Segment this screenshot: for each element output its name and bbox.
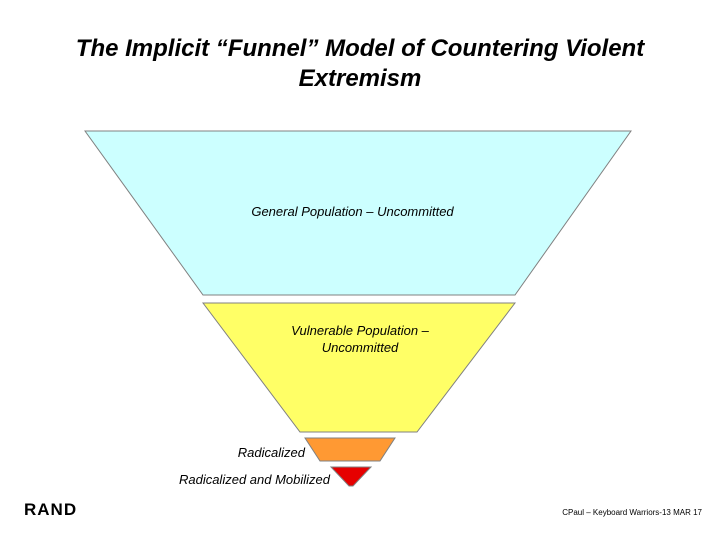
slide-title-line-2: Extremism [298, 65, 422, 92]
funnel-level-vulnerable-population [201, 302, 517, 433]
slide-title: The Implicit “Funnel” Model of Counterin… [0, 34, 720, 94]
label-general-population: General Population – Uncommitted [251, 204, 454, 219]
rand-logo: RAND [24, 500, 78, 519]
label-radicalized-and-mobilized: Radicalized and Mobilized [178, 472, 330, 487]
label-vulnerable-population-line-1: Vulnerable Population – [291, 323, 429, 338]
funnel-level-radicalized [304, 437, 396, 462]
label-vulnerable-population: Vulnerable Population – Uncommitted [250, 322, 470, 356]
label-radicalized: Radicalized [237, 445, 305, 460]
funnel-level-radicalized-and-mobilized [329, 466, 373, 487]
footer-citation: CPaul – Keyboard Warriors-13 MAR 17 [562, 508, 702, 517]
label-vulnerable-population-line-2: Uncommitted [321, 340, 399, 355]
funnel-level-general-population [84, 130, 632, 296]
slide-title-line-1: The Implicit “Funnel” Model of Counterin… [75, 35, 645, 62]
